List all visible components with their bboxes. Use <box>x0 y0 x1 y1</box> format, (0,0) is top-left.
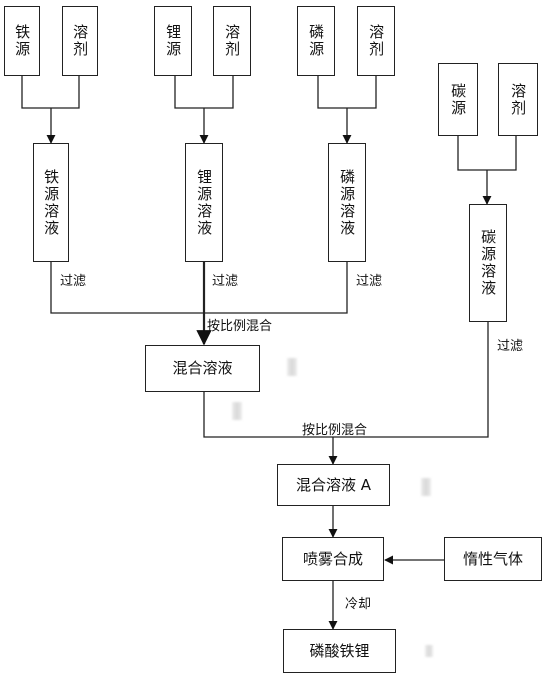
mixed-solution-a-box: 混合溶液 A <box>277 464 390 506</box>
mixed-solution-box: 混合溶液 <box>145 345 260 392</box>
mix-ratio-label-2: 按比例混合 <box>302 423 368 438</box>
filter-label-lithium: 过滤 <box>212 274 239 289</box>
connector-li-merge <box>174 76 234 143</box>
iron-source-box: 铁源 <box>4 6 40 76</box>
solvent-box-2: 溶剂 <box>213 6 251 76</box>
mix-ratio-label-1: 按比例混合 <box>207 319 273 334</box>
filter-label-phosphorus: 过滤 <box>356 274 383 289</box>
solvent-box-3: 溶剂 <box>357 6 395 76</box>
filter-label-carbon: 过滤 <box>497 339 524 354</box>
filter-label-iron: 过滤 <box>60 274 87 289</box>
product-box: 磷酸铁锂 <box>283 629 396 673</box>
scan-smudge <box>425 645 433 657</box>
lithium-source-box: 锂源 <box>154 6 192 76</box>
connector-mix-to-a <box>203 322 489 464</box>
spray-synthesis-box: 喷雾合成 <box>282 537 384 581</box>
connector-fe-merge <box>21 76 80 143</box>
carbon-source-box: 碳源 <box>438 63 478 136</box>
solvent-box-4: 溶剂 <box>498 63 538 136</box>
scan-smudge <box>232 402 242 420</box>
phosphorus-source-box: 磷源 <box>297 6 335 76</box>
scan-smudge <box>287 358 297 376</box>
connector-fe-filter <box>50 262 348 314</box>
scan-smudge <box>421 478 431 496</box>
carbon-solution-box: 碳源溶液 <box>469 204 507 322</box>
connector-c-merge <box>457 136 517 204</box>
cooling-label: 冷却 <box>345 597 372 612</box>
iron-solution-box: 铁源溶液 <box>33 143 69 262</box>
solvent-box-1: 溶剂 <box>62 6 98 76</box>
lithium-solution-box: 锂源溶液 <box>185 143 223 262</box>
inert-gas-box: 惰性气体 <box>444 537 542 581</box>
connector-p-merge <box>317 76 377 143</box>
phosphorus-solution-box: 磷源溶液 <box>328 143 366 262</box>
